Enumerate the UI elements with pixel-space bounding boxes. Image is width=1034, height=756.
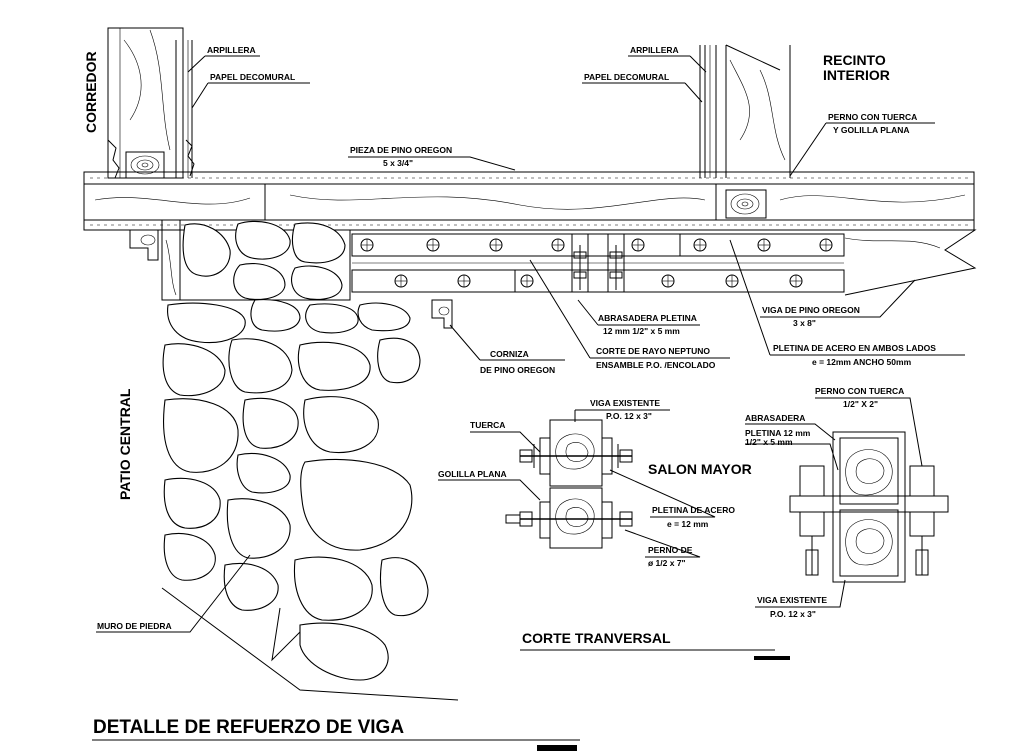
bolt-row-top (360, 238, 833, 252)
salon-label: SALON MAYOR (648, 461, 752, 477)
perno-tuerca2-line1: PERNO CON TUERCA (815, 386, 904, 396)
viga-existente-bot-line1: VIGA EXISTENTE (757, 595, 827, 605)
right-wall-post-section (725, 189, 767, 219)
bolt-row-bottom (394, 274, 803, 288)
floor-structure (83, 171, 977, 296)
viga-existente-bot-line2: P.O. 12 x 3" (770, 609, 816, 619)
cornisa-pieces (129, 229, 453, 329)
perno-tuerca-line2: Y GOLILLA PLANA (833, 125, 910, 135)
golilla-label: GOLILLA PLANA (438, 469, 507, 479)
pletina-acero-line2: e = 12 mm (667, 519, 709, 529)
recinto-label-line1: RECINTO (823, 52, 886, 68)
arpillera-left-label: ARPILLERA (207, 45, 256, 55)
arpillera-right-label: ARPILLERA (630, 45, 679, 55)
perno-tuerca-line1: PERNO CON TUERCA (828, 112, 917, 122)
viga-pino-line1: VIGA DE PINO OREGON (762, 305, 860, 315)
pletina-ambos-line2: e = 12mm ANCHO 50mm (812, 357, 912, 367)
viga-existente-top-line2: P.O. 12 x 3" (606, 411, 652, 421)
cross-section (505, 419, 633, 549)
cornisa-line2: DE PINO OREGON (480, 365, 555, 375)
cornisa-line1: CORNIZA (490, 349, 529, 359)
corte-rayo-line1: CORTE DE RAYO NEPTUNO (596, 346, 710, 356)
corte-rayo-line2: ENSAMBLE P.O. /ENCOLADO (596, 360, 716, 370)
main-title: DETALLE DE REFUERZO DE VIGA (93, 717, 404, 738)
pletina12-line2: 1/2" x 5 mm (745, 437, 793, 447)
papel-right-label: PAPEL DECOMURAL (584, 72, 669, 82)
clamp-section (789, 431, 949, 583)
pletina-acero-line1: PLETINA DE ACERO (652, 505, 735, 515)
patio-label: PATIO CENTRAL (117, 388, 133, 500)
pletina-ambos-line1: PLETINA DE ACERO EN AMBOS LADOS (773, 343, 936, 353)
papel-left-label: PAPEL DECOMURAL (210, 72, 295, 82)
recinto-label-line2: INTERIOR (823, 67, 890, 83)
pletina12-line1: PLETINA 12 mm (745, 428, 811, 438)
labels: CORREDOR ARPILLERA PAPEL DECOMURAL ARPIL… (83, 45, 936, 738)
pieza-line2: 5 x 3/4" (383, 158, 413, 168)
perno-tuerca2-line2: 1/2" X 2" (843, 399, 878, 409)
title-underlines (92, 649, 790, 751)
left-wall (107, 27, 195, 179)
leader-lines (96, 55, 965, 633)
abrasadera-pletina-line2: 12 mm 1/2" x 5 mm (603, 326, 680, 336)
corredor-label: CORREDOR (83, 51, 99, 133)
viga-pino-line2: 3 x 8" (793, 318, 816, 328)
muro-label: MURO DE PIEDRA (97, 621, 172, 631)
tuerca-label: TUERCA (470, 420, 505, 430)
stone-wall (161, 219, 459, 701)
abrasadera-label: ABRASADERA (745, 413, 805, 423)
perno-de-line2: ø 1/2 x 7" (648, 558, 686, 568)
steel-plates (351, 233, 845, 293)
perno-de-line1: PERNO DE (648, 545, 693, 555)
pieza-line1: PIEZA DE PINO OREGON (350, 145, 452, 155)
corte-tranversal-label: CORTE TRANVERSAL (522, 630, 671, 646)
right-wall (699, 44, 791, 219)
left-wall-post-section (125, 151, 165, 179)
clamp-bolts (573, 245, 623, 290)
viga-existente-top-line1: VIGA EXISTENTE (590, 398, 660, 408)
abrasadera-pletina-line1: ABRASADERA PLETINA (598, 313, 697, 323)
